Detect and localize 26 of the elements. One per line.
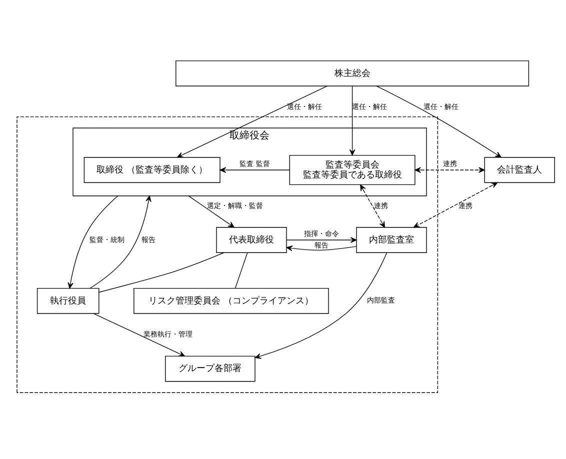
arrow [68, 196, 118, 289]
connector [234, 252, 248, 289]
node-box: 内部監査室 [356, 227, 427, 253]
arrow [220, 167, 290, 173]
node-box: 取締役 （監査等委員除く） [84, 157, 220, 183]
arrow [93, 313, 185, 356]
node-box: 株主総会 [176, 60, 530, 86]
arrow [349, 86, 356, 156]
arrow [176, 86, 328, 158]
arrow [286, 245, 357, 252]
cluster [16, 116, 438, 393]
arrow [376, 86, 502, 158]
arrow [414, 167, 485, 173]
connector [98, 252, 224, 293]
arrow [360, 184, 386, 228]
node-box: リスク管理委員会 （コンプライアンス） [134, 288, 329, 314]
arrow [254, 252, 388, 359]
node-box: グループ各部署 [165, 356, 256, 382]
node-box: 執行役員 [36, 288, 100, 314]
arrow [188, 196, 234, 228]
node-box: 代表取締役 [216, 227, 287, 253]
node-box: 監査等委員会 監査等委員である取締役 [289, 154, 416, 186]
arrow [286, 237, 357, 243]
arrow [413, 182, 498, 228]
arrow [90, 196, 152, 288]
node-box: 会計監査人 [484, 157, 555, 183]
